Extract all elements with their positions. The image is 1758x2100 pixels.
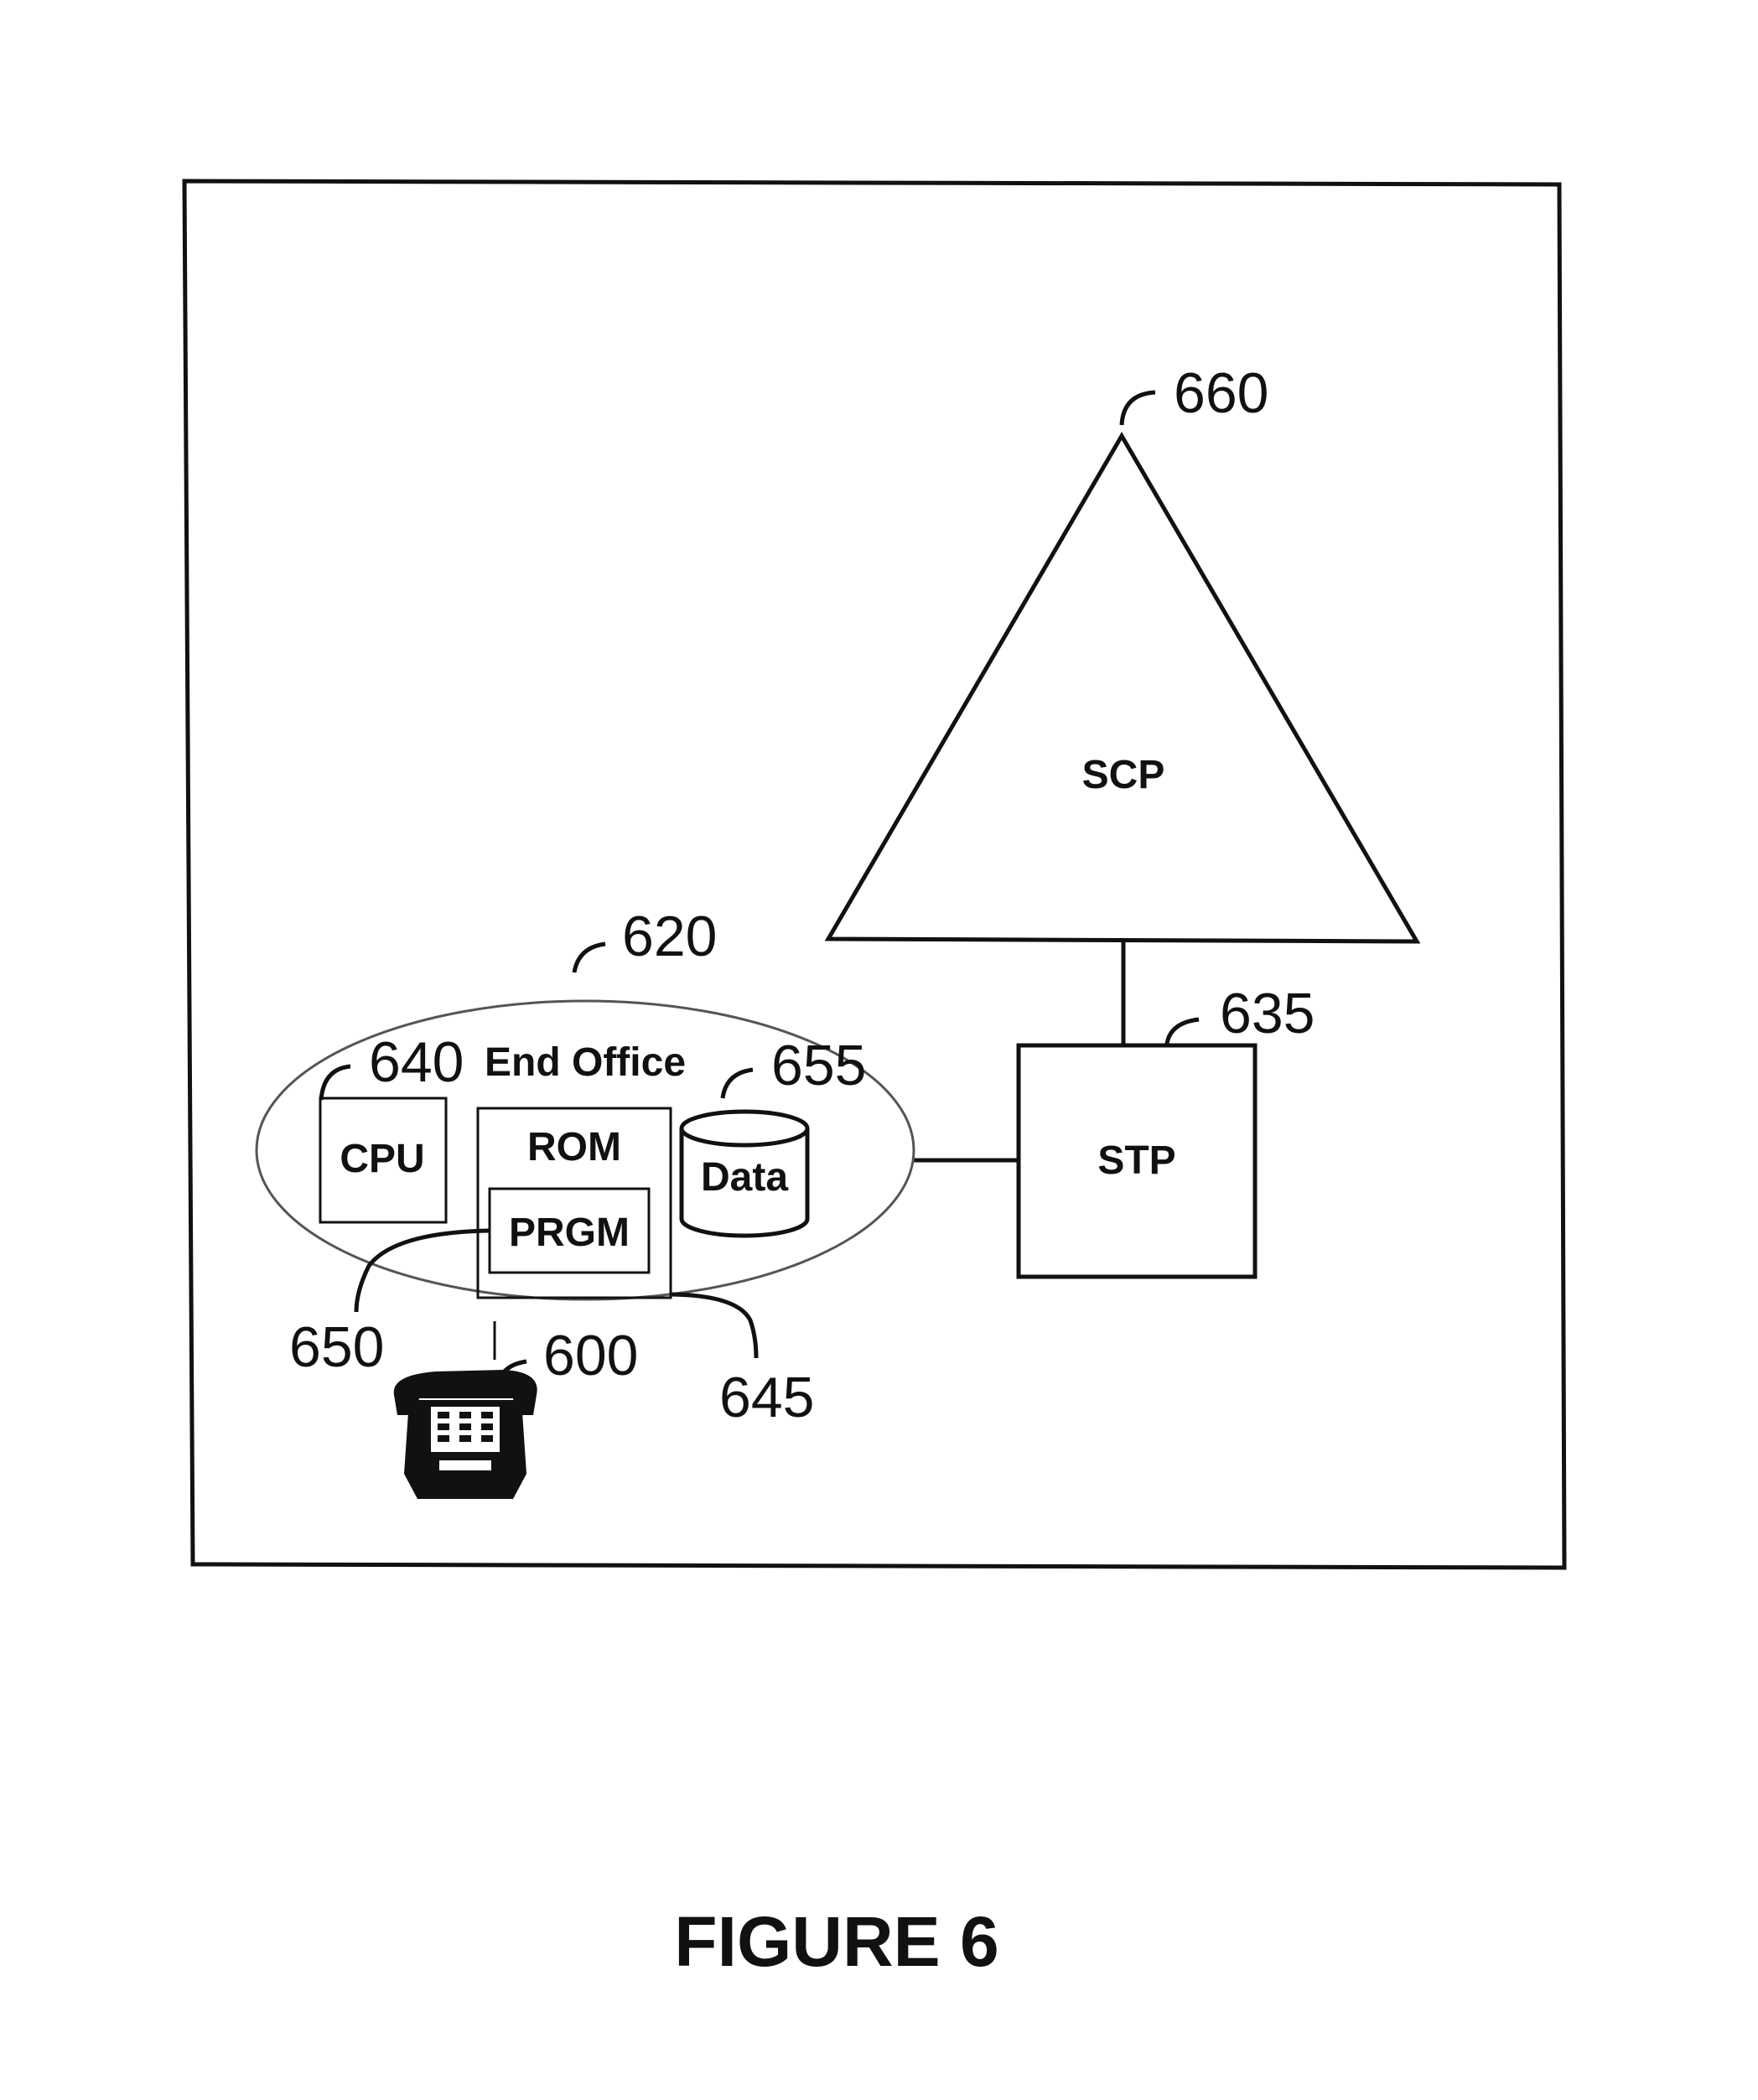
stp-node: STP 635 bbox=[1016, 982, 1315, 1279]
telephone-ref: 600 bbox=[543, 1324, 638, 1387]
cpu-node: CPU 640 bbox=[319, 1030, 464, 1224]
prgm-ref-leader bbox=[354, 1228, 490, 1313]
data-ref: 655 bbox=[771, 1034, 866, 1097]
end-office-ref: 620 bbox=[622, 905, 717, 968]
telephone-display bbox=[439, 1460, 491, 1470]
data-ref-leader bbox=[720, 1067, 754, 1099]
prgm-ref: 650 bbox=[289, 1315, 384, 1379]
rom-node: ROM PRGM bbox=[476, 1107, 672, 1299]
scp-ref: 660 bbox=[1174, 361, 1268, 425]
telephone-handset bbox=[393, 1370, 537, 1415]
stp-label: STP bbox=[1097, 1138, 1175, 1183]
scp-triangle bbox=[824, 432, 1421, 944]
cpu-box bbox=[319, 1097, 448, 1224]
cpu-ref-leader bbox=[319, 1064, 351, 1101]
rom-ref-leader bbox=[670, 1292, 759, 1359]
stp-ref: 635 bbox=[1220, 982, 1315, 1045]
scp-label: SCP bbox=[1082, 753, 1165, 797]
cpu-ref: 640 bbox=[369, 1030, 464, 1094]
data-cylinder-top bbox=[679, 1109, 810, 1148]
scp-node: SCP 660 bbox=[824, 361, 1421, 944]
rom-label: ROM bbox=[527, 1125, 621, 1169]
telephone-keys bbox=[438, 1412, 493, 1442]
cpu-label: CPU bbox=[340, 1137, 424, 1181]
end-office-ref-leader bbox=[572, 941, 606, 973]
prgm-label: PRGM bbox=[509, 1211, 630, 1255]
end-office-label: End Office bbox=[485, 1040, 686, 1085]
stp-ref-leader bbox=[1164, 1017, 1200, 1045]
figure-caption: FIGURE 6 bbox=[674, 1902, 998, 1981]
rom-box bbox=[476, 1107, 672, 1299]
end-office-node: End Office 620 bbox=[255, 905, 915, 1301]
data-cylinder-body bbox=[679, 1128, 810, 1238]
figure-frame bbox=[182, 179, 1567, 1570]
end-office-ellipse bbox=[255, 999, 915, 1301]
rom-ref: 645 bbox=[719, 1366, 814, 1429]
data-label: Data bbox=[701, 1155, 788, 1200]
data-node: Data 655 bbox=[679, 1034, 866, 1238]
telephone-ref-leader bbox=[495, 1359, 527, 1384]
telephone-icon bbox=[393, 1359, 537, 1499]
scp-ref-leader bbox=[1119, 390, 1156, 426]
